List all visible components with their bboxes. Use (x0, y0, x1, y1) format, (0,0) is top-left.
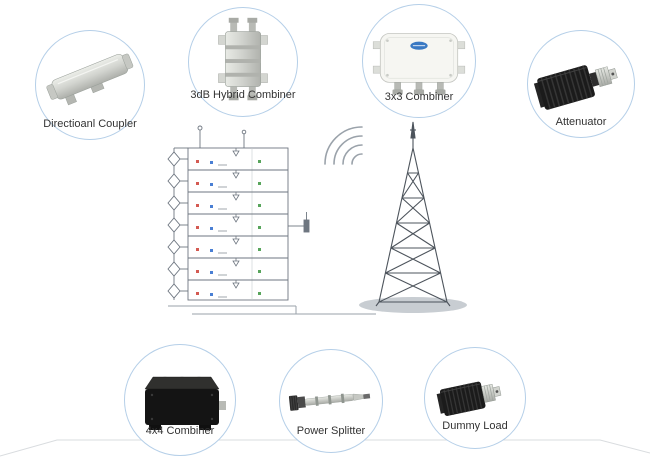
3x3-combiner-icon (372, 33, 466, 95)
component-label: Attenuator (555, 116, 607, 128)
component-directional-coupler: Directioanl Coupler (35, 30, 145, 140)
component-3x3-combiner: 3x3 Combiner (362, 4, 476, 118)
component-label: 3dB Hybrid Combiner (190, 89, 296, 101)
attenuator-icon (533, 65, 618, 110)
tower-illustration (375, 121, 451, 307)
center-scene-illustration (167, 121, 467, 315)
dummy-load-icon (436, 381, 502, 416)
building-illustration (167, 125, 310, 301)
directional-coupler-icon (46, 53, 134, 106)
power-splitter-icon (288, 393, 371, 411)
component-label: Dummy Load (442, 420, 508, 432)
signal-waves-icon (324, 126, 363, 165)
component-label: 3x3 Combiner (384, 91, 454, 103)
component-label: Power Splitter (296, 425, 366, 437)
component-label: Directioanl Coupler (43, 118, 137, 130)
tower-shadow (359, 297, 467, 313)
component-attenuator: Attenuator (527, 30, 635, 138)
component-3db-hybrid-combiner: 3dB Hybrid Combiner (188, 7, 298, 117)
4x4-combiner-icon (144, 376, 226, 430)
component-power-splitter: Power Splitter (279, 349, 383, 453)
component-4x4-combiner: 4x4 Combiner (124, 344, 236, 456)
component-label: 4x4 Combiner (145, 425, 215, 437)
hybrid-combiner-icon (218, 17, 268, 101)
component-dummy-load: Dummy Load (424, 347, 526, 449)
ground-lines (168, 305, 376, 315)
